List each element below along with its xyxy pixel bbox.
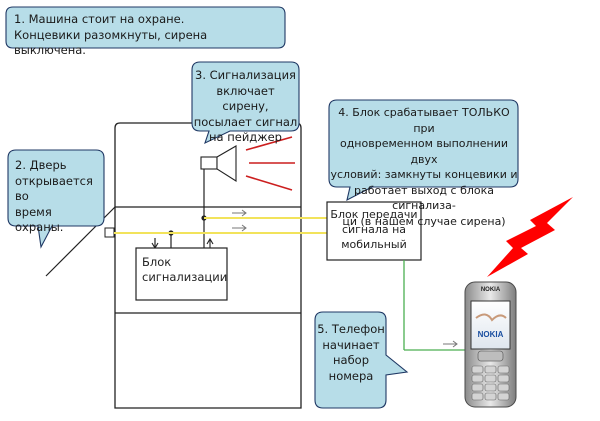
arrow-icon xyxy=(443,340,458,348)
callout-1-text: 1. Машина стоит на охране. Концевики раз… xyxy=(14,12,282,59)
phone-brand-screen: NOKIA xyxy=(477,330,504,339)
callout-line: 4. Блок срабатывает ТОЛЬКО при xyxy=(338,106,510,135)
callout-2-bubble xyxy=(7,149,105,249)
siren-rays xyxy=(245,136,295,191)
callout-4-bubble xyxy=(328,99,519,202)
callout-line: 2. Дверь xyxy=(15,158,67,172)
callout-line: 1. Машина стоит на охране. xyxy=(14,12,185,26)
callout-3-bubble xyxy=(191,61,300,145)
green-wire xyxy=(403,260,468,351)
callout-line: начинает xyxy=(322,337,380,352)
block-label-line: сигнала на xyxy=(341,223,407,236)
phone-brand-top: NOKIA xyxy=(480,287,501,293)
phone-icon xyxy=(464,281,517,408)
alarm-block xyxy=(135,247,228,301)
black-wiring xyxy=(114,169,205,248)
callout-line: открывается во xyxy=(15,173,93,204)
callout-line: ци (в нашем случае сирена) xyxy=(342,214,506,228)
callout-3-text: 3. Сигнализация включает сирену, посылае… xyxy=(193,68,298,146)
callout-5-text: 5. Телефон начинает набор номера xyxy=(316,322,386,384)
callout-line: Концевики разомкнуты, сирена выключена. xyxy=(14,27,208,58)
alarm-block-label: Блок сигнализации xyxy=(136,255,227,285)
callout-line: работает выход с блока сигнализа- xyxy=(353,183,495,213)
yellow-wires xyxy=(114,217,327,234)
callout-line: условий: замкнуты концевики и xyxy=(330,168,518,181)
callout-line: на пейджер xyxy=(209,130,282,144)
door-switch xyxy=(104,227,115,238)
arrow-icon xyxy=(232,209,247,232)
callout-line: посылает сигнал xyxy=(193,114,298,129)
callout-5-bubble xyxy=(314,311,409,409)
block-label-line: Блок передачи xyxy=(330,208,418,221)
siren-icon xyxy=(200,145,237,182)
block-label-line: мобильный xyxy=(341,238,407,251)
transmitter-block xyxy=(326,201,422,261)
lightning-icon xyxy=(487,197,573,277)
block-label-line: сигнализации xyxy=(142,270,228,284)
callout-line: 5. Телефон xyxy=(317,322,385,336)
callout-line: включает сирену, xyxy=(216,83,275,114)
block-label-line: Блок xyxy=(142,255,172,269)
callout-line: набор xyxy=(333,353,369,367)
callout-line: 3. Сигнализация xyxy=(195,68,296,82)
transmitter-block-label: Блок передачи сигнала на мобильный xyxy=(327,207,421,252)
callout-2-text: 2. Дверь открывается во время охраны. xyxy=(15,158,103,236)
callout-line: номера xyxy=(328,368,374,383)
callout-1-bubble xyxy=(5,6,286,49)
callout-4-text: 4. Блок срабатывает ТОЛЬКО при одновреме… xyxy=(330,105,518,229)
callout-line: время охраны. xyxy=(15,204,64,235)
callout-line: одновременном выполнении двух xyxy=(339,137,509,166)
